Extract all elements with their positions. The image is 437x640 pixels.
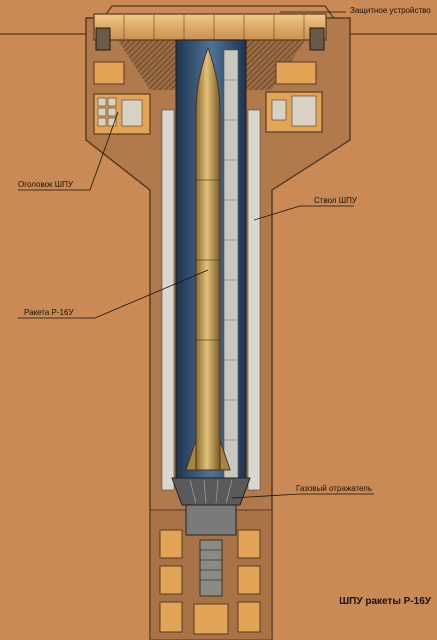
lower-room-2 bbox=[237, 529, 261, 559]
lower-room-1 bbox=[159, 529, 183, 559]
service-tower bbox=[223, 49, 239, 491]
lower-room-3 bbox=[159, 565, 183, 595]
head-room-right-top bbox=[275, 61, 317, 85]
leader-silo-shaft bbox=[253, 205, 354, 221]
leader-gas-deflector bbox=[231, 493, 374, 499]
equipment-cabinets bbox=[97, 97, 143, 127]
protective-lid bbox=[93, 13, 327, 41]
lid-roller-right bbox=[309, 27, 325, 51]
collar-hatching-right bbox=[240, 40, 305, 90]
label-silo-head: Оголовок ШПУ bbox=[18, 180, 73, 189]
diagram-caption: ШПУ ракеты Р-16У bbox=[339, 596, 431, 607]
label-gas-deflector: Газовый отражатель bbox=[296, 484, 373, 493]
lower-room-7 bbox=[237, 601, 261, 633]
lower-room-6 bbox=[193, 603, 229, 635]
leader-silo-head bbox=[18, 111, 119, 191]
lid-roller-left bbox=[95, 27, 111, 51]
collar-hatching-left bbox=[118, 40, 182, 90]
leader-missile bbox=[18, 269, 209, 319]
shaft-liner-right bbox=[247, 109, 261, 491]
lower-room-5 bbox=[159, 601, 183, 633]
label-protective-device: Защитное устройство bbox=[350, 6, 431, 15]
lower-room-4 bbox=[237, 565, 261, 595]
ground-surface bbox=[0, 5, 437, 35]
head-room-left-top bbox=[93, 61, 125, 85]
shock-absorber-column bbox=[199, 539, 223, 597]
shaft-liner-left bbox=[161, 109, 175, 491]
gas-deflector bbox=[171, 477, 251, 506]
deflector-base bbox=[185, 504, 237, 536]
tower-rungs bbox=[224, 79, 238, 441]
label-silo-shaft: Ствол ШПУ bbox=[314, 196, 357, 205]
leader-lines bbox=[18, 11, 374, 499]
missile-r16u bbox=[185, 46, 231, 471]
label-missile: Ракета Р-16У bbox=[24, 308, 74, 317]
